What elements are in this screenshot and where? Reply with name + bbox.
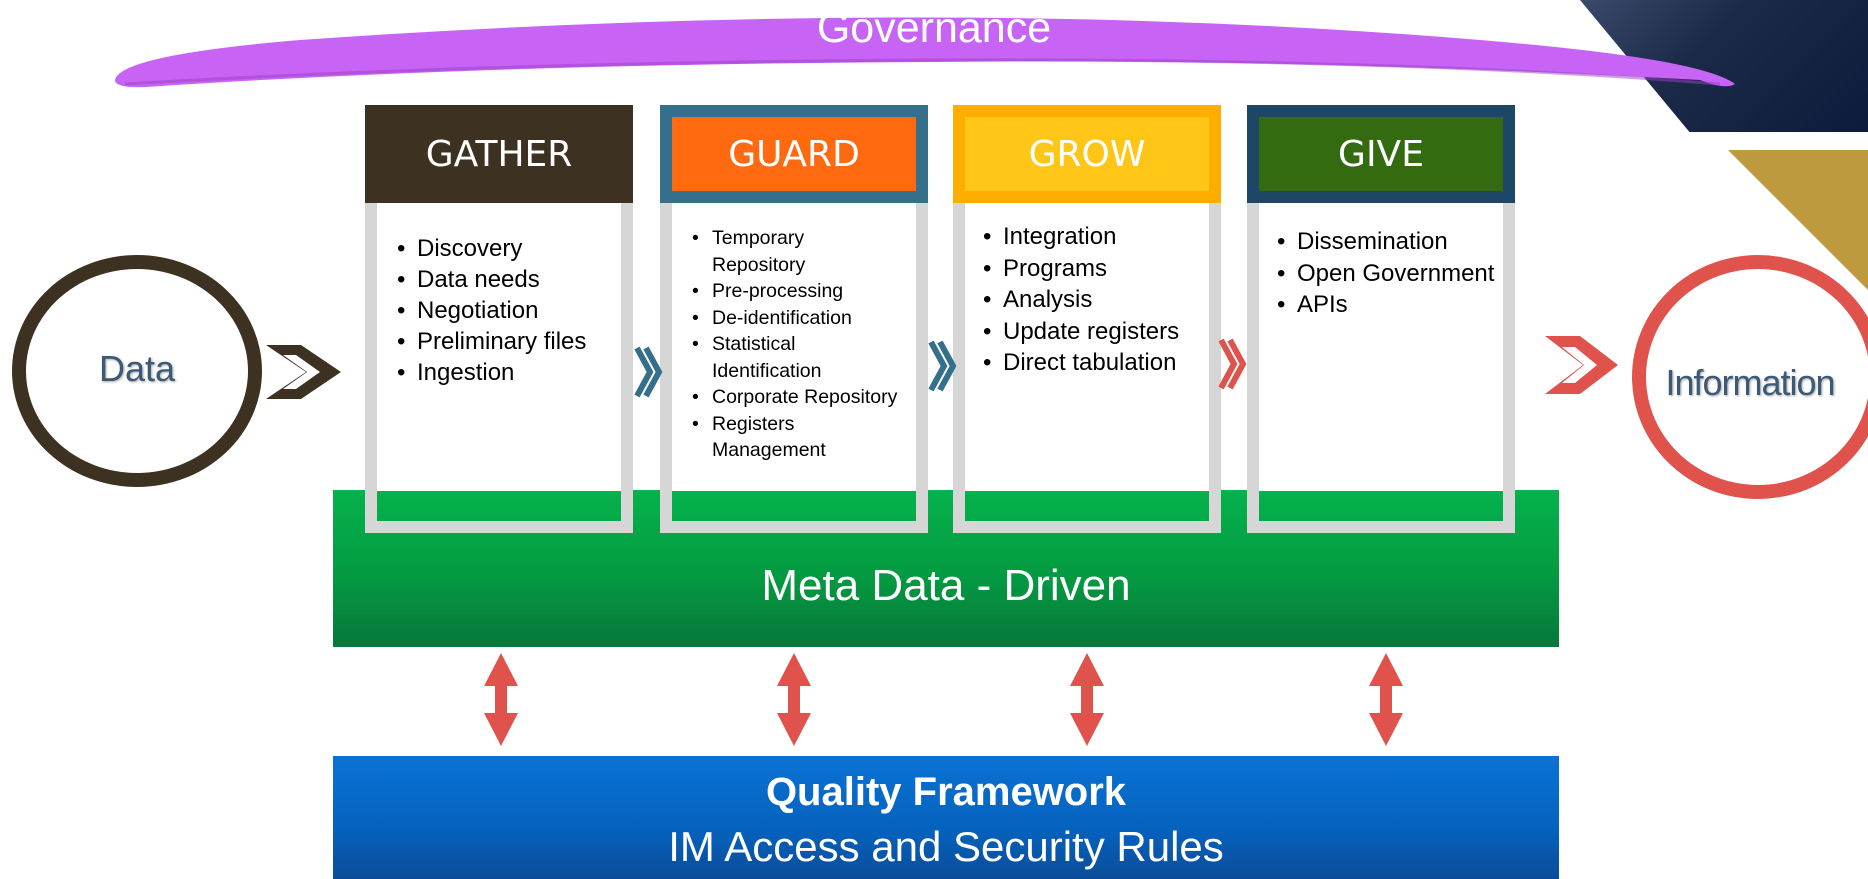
list-item: Preliminary files (397, 326, 586, 357)
governance-arc (115, 17, 1735, 88)
list-item: Data needs (397, 264, 586, 295)
list-item: Negotiation (397, 295, 586, 326)
list-item: Discovery (397, 233, 586, 264)
data-label: Data (98, 348, 176, 389)
list-item: Statistical Identification (692, 331, 852, 384)
information-label: Information (1665, 362, 1835, 403)
list-item: Pre-processing (692, 278, 897, 305)
stage-items: Discovery Data needs Negotiation Prelimi… (395, 233, 586, 388)
stage-items: Temporary Repository Pre-processing De-i… (690, 225, 897, 464)
stage-title: GATHER (365, 105, 633, 203)
list-item: APIs (1277, 289, 1494, 321)
meta-data-band (333, 490, 1559, 647)
list-item: Analysis (983, 284, 1179, 316)
double-arrow-icon (484, 653, 518, 746)
stage-title: GUARD (660, 105, 928, 203)
double-arrow-icon (1070, 653, 1104, 746)
chevron-right-icon (1218, 338, 1247, 390)
stage-frame (1247, 105, 1515, 533)
list-item: Dissemination (1277, 226, 1494, 258)
list-item: Open Government (1277, 258, 1494, 290)
stage-items: Dissemination Open Government APIs (1275, 226, 1494, 321)
stage-frame (953, 105, 1221, 533)
list-item: Ingestion (397, 357, 586, 388)
chevron-right-icon (928, 340, 957, 392)
stage-items: Integration Programs Analysis Update reg… (981, 221, 1179, 379)
stage-title: GROW (953, 105, 1221, 203)
stage-gather: GATHER Discovery Data needs Negotiation … (365, 105, 633, 533)
list-item: Registers Management (692, 411, 852, 464)
list-item: De-identification (692, 305, 897, 332)
stage-frame (365, 105, 633, 533)
stage-grow: GROW Integration Programs Analysis Updat… (953, 105, 1221, 533)
list-item: Programs (983, 253, 1179, 285)
quality-framework-title: Quality Framework (765, 770, 1127, 814)
list-item: Integration (983, 221, 1179, 253)
stage-frame (660, 105, 928, 533)
list-item: Direct tabulation (983, 347, 1179, 379)
quality-framework-subtitle: IM Access and Security Rules (668, 823, 1224, 870)
meta-data-label: Meta Data - Driven (761, 561, 1131, 610)
double-chevron-icon (266, 345, 341, 399)
information-circle (1632, 255, 1868, 499)
governance-label: Governance (816, 4, 1052, 52)
list-item: Update registers (983, 316, 1179, 348)
list-item: Corporate Repository (692, 384, 897, 411)
double-chevron-icon (1545, 336, 1618, 394)
stage-guard: GUARD Temporary Repository Pre-processin… (660, 105, 928, 533)
stage-title: GIVE (1247, 105, 1515, 203)
chevron-right-icon (634, 346, 663, 398)
list-item: Temporary Repository (692, 225, 852, 278)
double-arrow-icon (1369, 653, 1403, 746)
double-arrow-icon (777, 653, 811, 746)
stage-give: GIVE Dissemination Open Government APIs (1247, 105, 1515, 533)
quality-framework-band (333, 756, 1559, 879)
